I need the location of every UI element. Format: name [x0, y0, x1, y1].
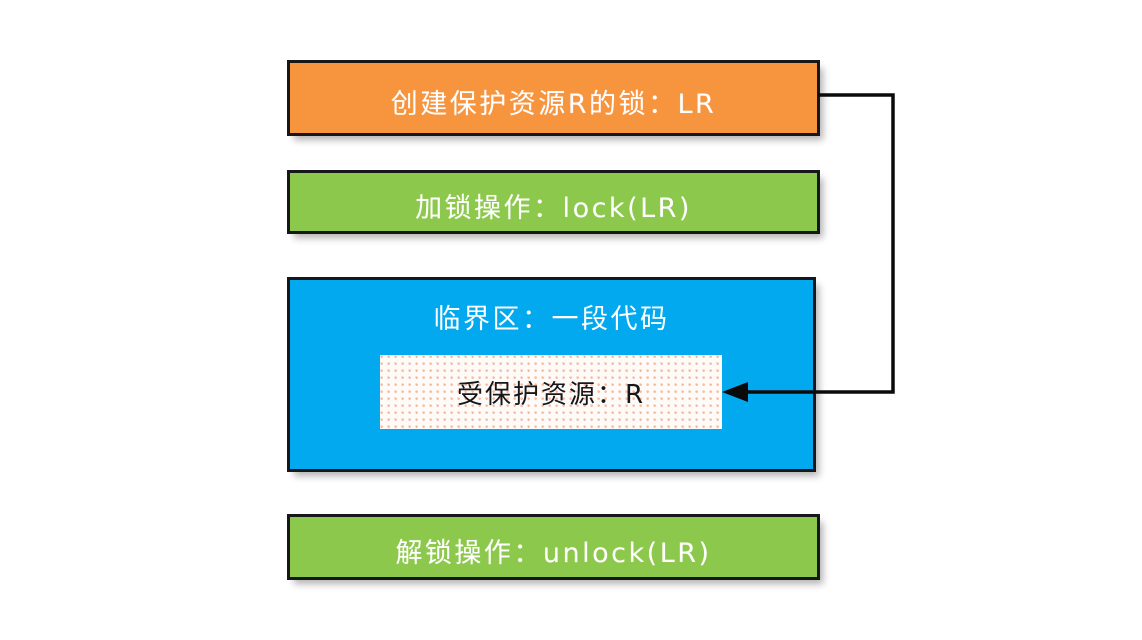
block-lock-operation-label: 加锁操作：lock(LR)	[415, 193, 692, 224]
block-unlock-operation[interactable]: 解锁操作：unlock(LR)	[287, 514, 820, 580]
block-create-lock[interactable]: 创建保护资源R的锁：LR	[287, 60, 820, 136]
block-create-lock-label: 创建保护资源R的锁：LR	[390, 89, 717, 120]
block-critical-section-label: 临界区：一段代码	[433, 304, 670, 335]
block-protected-resource-label: 受保护资源：R	[456, 379, 646, 410]
block-lock-operation[interactable]: 加锁操作：lock(LR)	[287, 170, 820, 234]
block-protected-resource[interactable]: 受保护资源：R	[380, 355, 722, 429]
block-critical-section[interactable]: 临界区：一段代码 受保护资源：R	[287, 277, 816, 472]
block-unlock-operation-label: 解锁操作：unlock(LR)	[395, 538, 712, 569]
